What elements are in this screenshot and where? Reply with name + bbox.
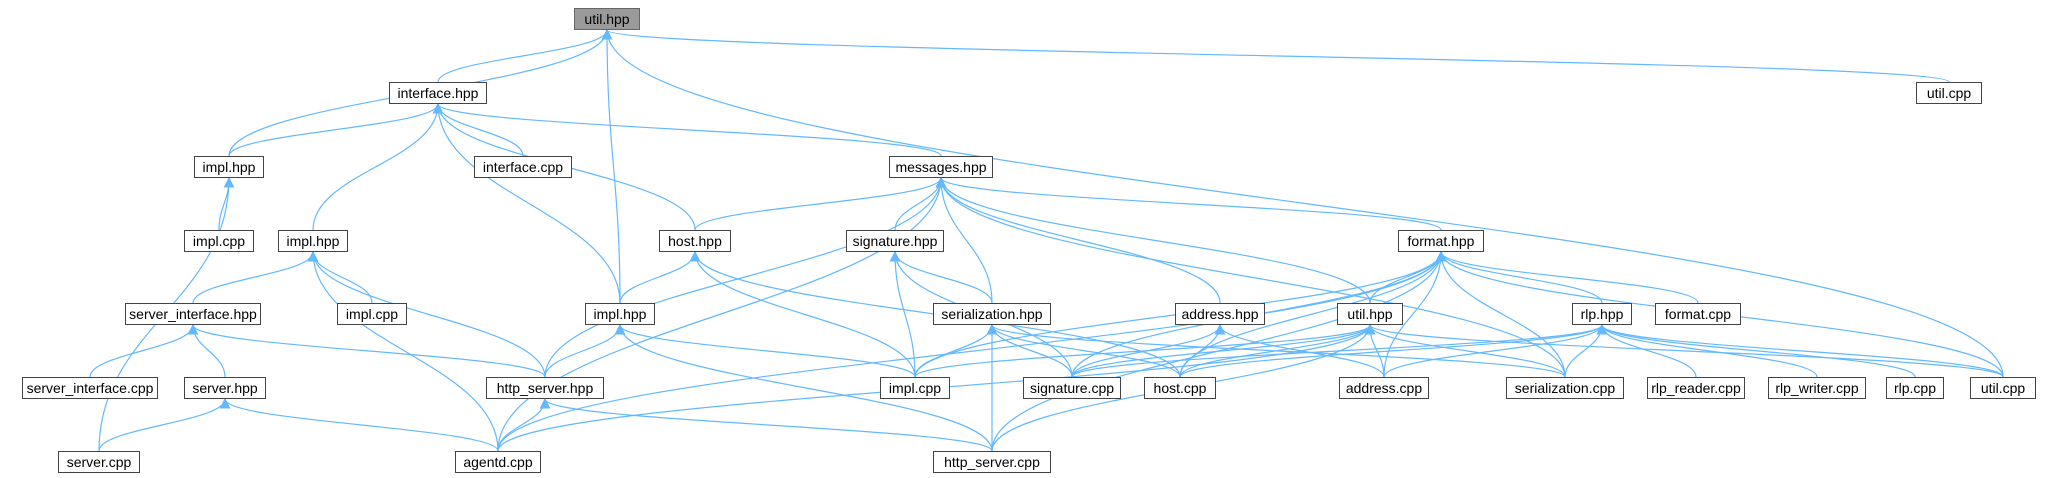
node-serialization-cpp[interactable]: serialization.cpp	[1506, 377, 1624, 399]
edge-serialization_cpp-to-util_hpp_2	[1364, 323, 1566, 378]
node-rlp-cpp[interactable]: rlp.cpp	[1886, 377, 1944, 399]
node-server-interface-cpp[interactable]: server_interface.cpp	[22, 377, 158, 399]
edge-serialization_hpp-to-messages_hpp	[935, 176, 993, 304]
edge-util_cpp_top-to-util_hpp_top	[602, 28, 1950, 83]
edge-interface_cpp-to-interface_hpp	[432, 102, 524, 157]
edge-http_server_cpp-to-impl_hpp_3	[614, 323, 993, 452]
node-signature-hpp[interactable]: signature.hpp	[846, 230, 944, 252]
node-server-cpp[interactable]: server.cpp	[58, 451, 140, 473]
node-util-hpp-root[interactable]: util.hpp	[574, 8, 640, 30]
node-impl-cpp-3[interactable]: impl.cpp	[880, 377, 950, 399]
node-format-cpp[interactable]: format.cpp	[1655, 303, 1741, 325]
edge-impl_cpp_1-to-impl_hpp_1	[218, 176, 235, 231]
node-server-interface-hpp[interactable]: server_interface.hpp	[125, 303, 261, 325]
edge-impl_hpp_1-to-interface_hpp	[228, 102, 444, 157]
node-host-hpp[interactable]: host.hpp	[659, 230, 731, 252]
node-impl-hpp-1[interactable]: impl.hpp	[194, 156, 264, 178]
node-address-hpp[interactable]: address.hpp	[1175, 303, 1265, 325]
edge-util_hpp_2-to-format_hpp	[1369, 250, 1447, 304]
edge-rlp_writer_cpp-to-rlp_hpp	[1596, 323, 1818, 378]
edge-agentd_cpp-to-server_hpp	[219, 397, 499, 452]
edge-impl_hpp_3-to-util_hpp_top	[601, 28, 621, 304]
edge-host_cpp-to-serialization_hpp	[986, 323, 1181, 378]
edge-host_cpp-to-util_hpp_2	[1179, 323, 1376, 378]
edge-serialization_cpp-to-messages_hpp	[935, 176, 1566, 378]
node-address-cpp[interactable]: address.cpp	[1339, 377, 1429, 399]
edge-address_cpp-to-rlp_hpp	[1383, 323, 1608, 378]
edge-host_hpp-to-messages_hpp	[694, 176, 947, 231]
node-rlp-reader-cpp[interactable]: rlp_reader.cpp	[1647, 377, 1745, 399]
edge-impl_hpp_3-to-interface_hpp	[432, 102, 621, 304]
edge-http_server_hpp-to-messages_hpp	[544, 176, 947, 378]
edge-http_server_cpp-to-http_server_hpp	[539, 397, 993, 452]
node-http-server-hpp[interactable]: http_server.hpp	[486, 377, 604, 399]
edge-http_server_hpp-to-impl_hpp_2	[307, 250, 546, 378]
edge-host_cpp-to-rlp_hpp	[1179, 323, 1608, 378]
edge-impl_cpp_3-to-impl_hpp_3	[614, 323, 916, 378]
node-signature-cpp[interactable]: signature.cpp	[1023, 377, 1121, 399]
node-agentd-cpp[interactable]: agentd.cpp	[455, 451, 541, 473]
edge-signature_cpp-to-util_hpp_2	[1071, 323, 1376, 378]
node-impl-cpp-1[interactable]: impl.cpp	[184, 230, 254, 252]
node-rlp-writer-cpp[interactable]: rlp_writer.cpp	[1768, 377, 1866, 399]
edge-util_cpp_2-to-rlp_hpp	[1596, 323, 2004, 378]
node-rlp-hpp[interactable]: rlp.hpp	[1572, 303, 1632, 325]
edge-server_cpp-to-server_hpp	[98, 397, 231, 452]
edge-agentd_cpp-to-messages_hpp	[497, 176, 947, 452]
node-util-cpp-2[interactable]: util.cpp	[1970, 377, 2036, 399]
edge-impl_cpp_3-to-serialization_hpp	[914, 323, 998, 378]
edge-impl_cpp_2-to-impl_hpp_2	[307, 250, 373, 304]
node-util-hpp-2[interactable]: util.hpp	[1337, 303, 1403, 325]
edge-server_interface_hpp-to-impl_hpp_2	[192, 250, 319, 304]
node-util-cpp-top[interactable]: util.cpp	[1916, 82, 1982, 104]
edge-signature_cpp-to-rlp_hpp	[1071, 323, 1608, 378]
node-impl-hpp-3[interactable]: impl.hpp	[585, 303, 655, 325]
edge-serialization_cpp-to-format_hpp	[1435, 250, 1566, 378]
node-serialization-hpp[interactable]: serialization.hpp	[933, 303, 1051, 325]
edge-util_cpp_2-to-util_hpp_top	[601, 28, 2004, 378]
edge-impl_cpp_3-to-util_hpp_2	[914, 323, 1376, 378]
edge-address_cpp-to-format_hpp	[1383, 250, 1447, 378]
edge-messages_hpp-to-interface_hpp	[432, 102, 942, 157]
node-impl-cpp-2[interactable]: impl.cpp	[337, 303, 407, 325]
edge-impl_cpp_3-to-signature_hpp	[889, 250, 916, 378]
node-impl-hpp-2[interactable]: impl.hpp	[278, 230, 348, 252]
node-http-server-cpp[interactable]: http_server.cpp	[933, 451, 1051, 473]
node-messages-hpp[interactable]: messages.hpp	[889, 156, 993, 178]
edge-impl_hpp_2-to-interface_hpp	[312, 102, 444, 231]
edge-format_hpp-to-messages_hpp	[935, 176, 1442, 231]
node-host-cpp[interactable]: host.cpp	[1144, 377, 1216, 399]
edge-format_cpp-to-format_hpp	[1435, 250, 1699, 304]
edge-rlp_cpp-to-rlp_hpp	[1596, 323, 1916, 378]
edge-rlp_hpp-to-format_hpp	[1435, 250, 1603, 304]
node-interface-hpp[interactable]: interface.hpp	[389, 82, 487, 104]
node-interface-cpp[interactable]: interface.cpp	[474, 156, 572, 178]
edge-util_hpp_2-to-messages_hpp	[935, 176, 1371, 304]
edge-interface_hpp-to-util_hpp_top	[437, 28, 613, 83]
edge-http_server_hpp-to-server_interface_hpp	[187, 323, 546, 378]
edge-util_cpp_2-to-util_hpp_2	[1364, 323, 2004, 378]
edge-agentd_cpp-to-impl_hpp_2	[307, 250, 499, 452]
edge-impl_cpp_3-to-host_hpp	[689, 250, 916, 378]
edge-agentd_cpp-to-format_hpp	[497, 250, 1447, 452]
edge-impl_hpp_3-to-host_hpp	[619, 250, 701, 304]
edge-address_hpp-to-messages_hpp	[935, 176, 1221, 304]
node-format-hpp[interactable]: format.hpp	[1398, 230, 1484, 252]
edge-server_interface_cpp-to-server_interface_hpp	[89, 323, 199, 378]
node-server-hpp[interactable]: server.hpp	[184, 377, 266, 399]
